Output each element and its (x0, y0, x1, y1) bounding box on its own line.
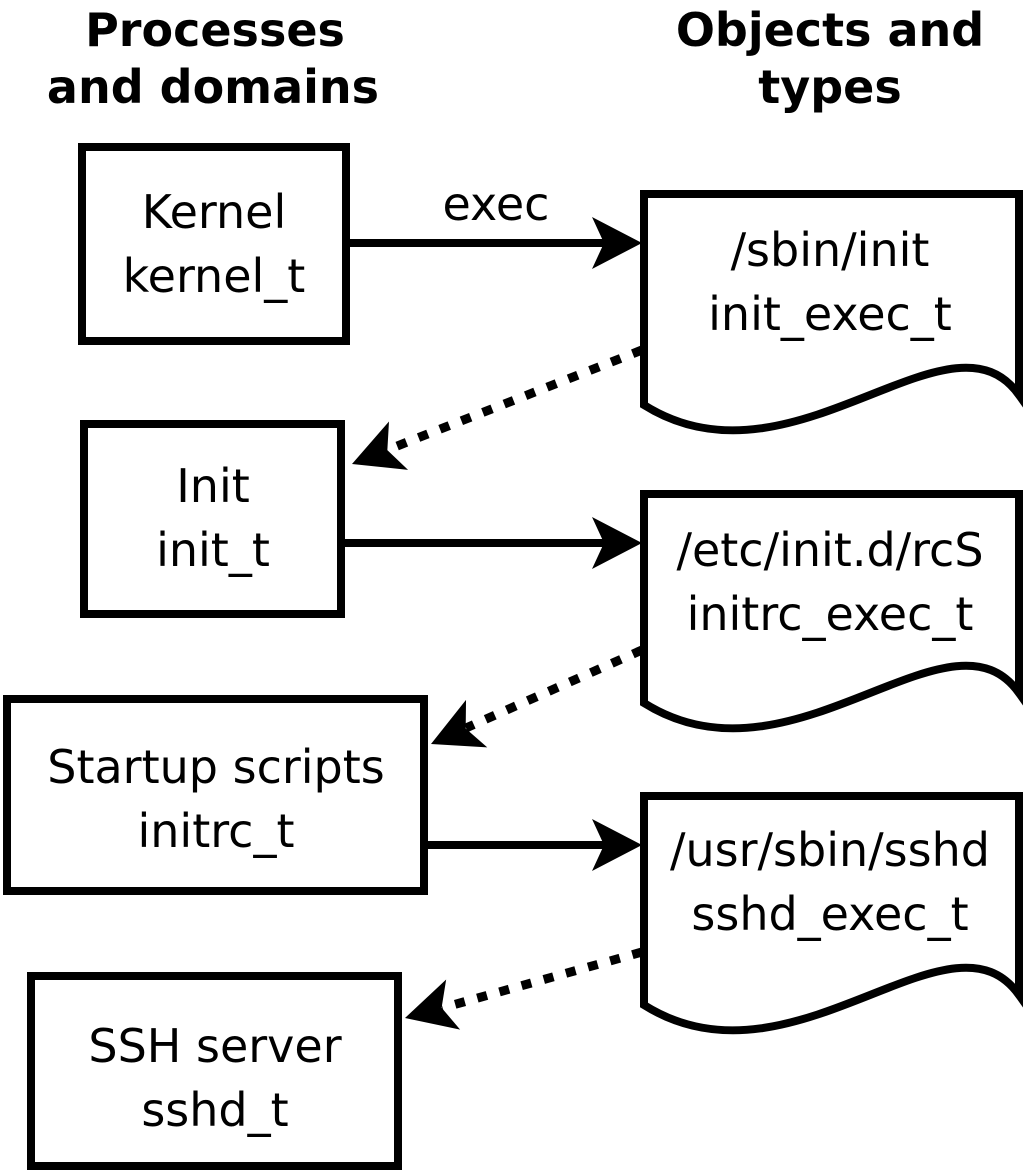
arrowhead-right-icon (592, 217, 642, 269)
transition-dotted-line-1 (385, 345, 644, 455)
process-node-kernel: Kernel kernel_t (78, 143, 350, 345)
kernel-box (78, 143, 350, 345)
sbin-init-path-label: /sbin/init (731, 223, 930, 277)
arrowhead-right-icon (592, 517, 642, 569)
ssh-server-box (27, 972, 402, 1170)
arrowhead-downleft-icon (352, 421, 409, 470)
left-header-line2: and domains (47, 60, 379, 114)
usr-sbin-sshd-document (640, 792, 1023, 1035)
startup-scripts-box (3, 695, 428, 895)
sbin-init-type-label: init_exec_t (708, 287, 952, 341)
etc-initd-rcs-path-label: /etc/init.d/rcS (676, 523, 983, 577)
arrowhead-downleft-icon (431, 699, 488, 748)
arrowhead-right-icon (592, 819, 642, 871)
edge-init-exec-rcs (341, 517, 642, 569)
usr-sbin-sshd-type-label: sshd_exec_t (691, 887, 968, 941)
process-node-ssh-server: SSH server sshd_t (27, 972, 402, 1170)
process-node-startup-scripts: Startup scripts initrc_t (3, 695, 428, 895)
init-domain-label: init_t (156, 523, 270, 577)
process-node-init: Init init_t (80, 420, 345, 618)
ssh-server-domain-label: sshd_t (141, 1083, 288, 1137)
ssh-server-label: SSH server (88, 1019, 341, 1073)
edge-transition-to-init-t (352, 345, 644, 470)
right-header-line1: Objects and (676, 3, 984, 57)
edge-kernel-exec-init: exec (346, 177, 642, 269)
startup-scripts-label: Startup scripts (47, 740, 385, 794)
transition-dotted-line-3 (440, 947, 644, 1013)
arrowhead-downleft-icon (405, 979, 461, 1030)
init-label: Init (176, 459, 250, 513)
right-header-line2: types (758, 60, 901, 114)
edge-initrc-exec-sshd (424, 819, 642, 871)
edge-transition-to-initrc-t (431, 645, 644, 748)
sbin-init-document (640, 190, 1023, 435)
etc-initd-rcs-type-label: initrc_exec_t (687, 587, 974, 641)
exec-edge-label: exec (443, 177, 550, 231)
left-header-line1: Processes (85, 3, 345, 57)
kernel-domain-label: kernel_t (123, 249, 306, 303)
object-node-etc-initd-rcs: /etc/init.d/rcS initrc_exec_t (640, 490, 1023, 733)
object-node-usr-sbin-sshd: /usr/sbin/sshd sshd_exec_t (640, 792, 1023, 1035)
etc-initd-rcs-document (640, 490, 1023, 733)
transition-dotted-line-2 (464, 645, 644, 733)
object-node-sbin-init: /sbin/init init_exec_t (640, 190, 1023, 435)
startup-scripts-domain-label: initrc_t (138, 804, 295, 858)
usr-sbin-sshd-path-label: /usr/sbin/sshd (670, 823, 990, 877)
edge-transition-to-sshd-t (405, 947, 644, 1030)
column-headers: Processes and domains Objects and types (47, 3, 984, 114)
kernel-label: Kernel (142, 185, 287, 239)
init-box (80, 420, 345, 618)
